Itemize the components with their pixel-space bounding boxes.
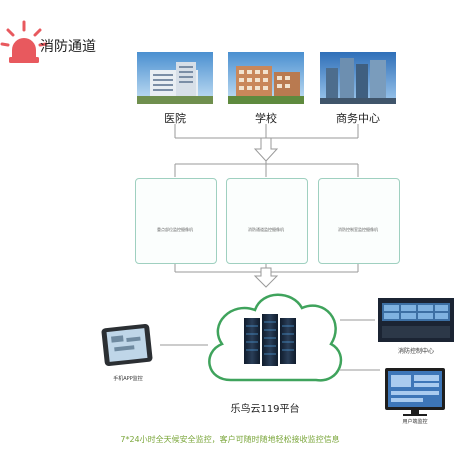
building-label-hospital: 医院 — [164, 112, 186, 125]
camera-box-control-room — [318, 178, 400, 264]
control-room-photo — [378, 298, 454, 342]
building-label-school: 学校 — [255, 112, 277, 125]
camera-label-fire-access: 消防通道监控摄像机 — [248, 227, 284, 232]
mobile-app-label: 手机APP监控 — [113, 376, 143, 382]
phone-icon — [101, 323, 153, 367]
hospital-photo — [137, 52, 213, 104]
building-connectors — [174, 124, 359, 139]
endpoint-connectors — [160, 319, 380, 371]
business-center-photo — [320, 52, 396, 104]
camera-label-key-area: 重点部位监控摄像机 — [157, 227, 193, 232]
pc-monitor-label: 用户端监控 — [402, 419, 428, 425]
building-label-business-center: 商务中心 — [336, 112, 380, 125]
camera-box-key-area — [135, 178, 217, 264]
camera-box-fire-access — [226, 178, 308, 264]
platform-label: 乐鸟云119平台 — [230, 404, 300, 415]
control-center-label: 消防控制中心 — [397, 348, 434, 355]
server-cloud-icon — [208, 293, 343, 382]
down-arrow-icon — [253, 137, 279, 162]
alarm-light-icon — [0, 20, 48, 63]
computer-icon — [385, 368, 445, 416]
page-title: 消防通道 — [40, 39, 96, 55]
camera-branch-connectors — [174, 161, 359, 177]
school-photo — [228, 52, 304, 104]
down-arrow-icon — [253, 267, 279, 288]
caption: 7*24小时全天候安全监控，客户可随时随地轻松接收监控信息 — [120, 435, 340, 444]
camera-label-control-room: 消防控制室监控摄像机 — [338, 227, 378, 232]
